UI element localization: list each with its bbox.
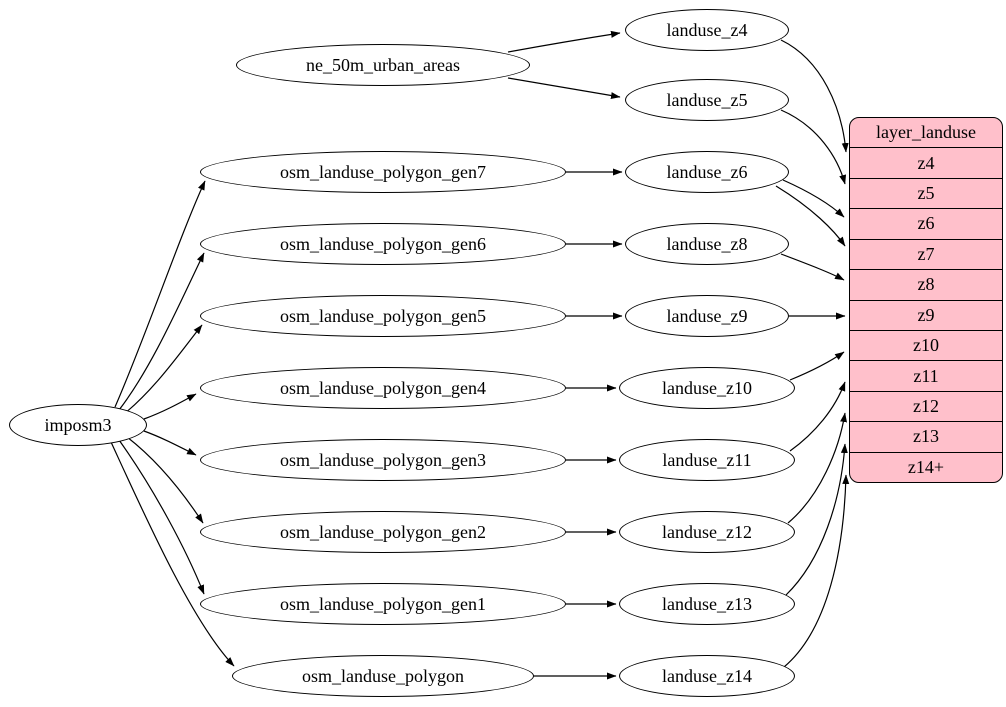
node-landuse_z9: landuse_z9 [625,295,789,337]
layer-row-z10: z10 [850,329,1002,360]
node-layer_landuse: layer_landuse z4 z5 z6 z7 z8 z9 z10 z11 … [849,117,1003,483]
layer-row-z8: z8 [850,269,1002,299]
node-landuse_z4: landuse_z4 [625,9,789,51]
layer-row-z11: z11 [850,360,1002,390]
edge-landuse_z13-row_z13 [785,443,848,596]
edge-landuse_z14-row_z14plus [783,474,850,668]
node-osm_landuse_polygon_gen2: osm_landuse_polygon_gen2 [200,511,566,553]
node-osm_landuse_polygon_gen7: osm_landuse_polygon_gen7 [200,151,566,193]
node-osm_landuse_polygon_gen4: osm_landuse_polygon_gen4 [200,367,566,409]
edge-imposm3-osm_landuse_polygon_gen5 [123,324,203,415]
node-landuse_z12: landuse_z12 [619,511,795,553]
edge-landuse_z8-row_z8 [780,253,845,281]
edge-landuse_z12-row_z12 [787,412,848,524]
edge-landuse_z11-row_z11 [789,381,846,452]
node-osm_landuse_polygon: osm_landuse_polygon [232,655,534,697]
edge-landuse_z6-row_z6 [782,179,845,218]
layer-landuse-title: layer_landuse [876,122,976,143]
node-landuse_z8: landuse_z8 [625,223,789,265]
node-osm_landuse_polygon_gen6: osm_landuse_polygon_gen6 [200,223,566,265]
edge-landuse_z4-row_z4 [780,39,849,153]
layer-row-z14plus: z14+ [850,451,1002,482]
layer-row-z5: z5 [850,177,1002,208]
edge-imposm3-osm_landuse_polygon [110,441,235,667]
node-osm_landuse_polygon_gen1: osm_landuse_polygon_gen1 [200,583,566,625]
edge-imposm3-osm_landuse_polygon_gen3 [143,430,197,456]
node-imposm3: imposm3 [9,404,147,446]
edge-landuse_z10-row_z10 [789,351,845,381]
layer-row-z6: z6 [850,208,1002,238]
edge-ne_50m_urban_areas-landuse_z4 [507,30,621,53]
node-osm_landuse_polygon_gen5: osm_landuse_polygon_gen5 [200,295,566,337]
edge-imposm3-osm_landuse_polygon_gen7 [114,180,206,408]
layer-row-z9: z9 [850,299,1002,330]
node-landuse_z6: landuse_z6 [625,151,789,193]
edge-imposm3-osm_landuse_polygon_gen2 [126,436,204,524]
node-osm_landuse_polygon_gen3: osm_landuse_polygon_gen3 [200,439,566,481]
edge-ne_50m_urban_areas-landuse_z5 [507,77,621,100]
node-landuse_z13: landuse_z13 [619,583,795,625]
node-landuse_z10: landuse_z10 [619,367,795,409]
node-landuse_z5: landuse_z5 [625,79,789,121]
edge-imposm3-osm_landuse_polygon_gen1 [118,439,205,595]
layer-row-z12: z12 [850,390,1002,421]
layer-row-z7: z7 [850,238,1002,269]
edge-landuse_z5-row_z5 [780,109,847,185]
node-ne_50m_urban_areas: ne_50m_urban_areas [236,44,530,86]
layer-row-z4: z4 [850,147,1002,177]
edge-imposm3-osm_landuse_polygon_gen6 [118,252,205,411]
node-landuse_z14: landuse_z14 [619,655,795,697]
edge-imposm3-osm_landuse_polygon_gen4 [143,393,197,420]
layer-row-z13: z13 [850,421,1002,451]
edge-landuse_z6-row_z7 [775,185,846,247]
node-landuse_z11: landuse_z11 [619,439,795,481]
